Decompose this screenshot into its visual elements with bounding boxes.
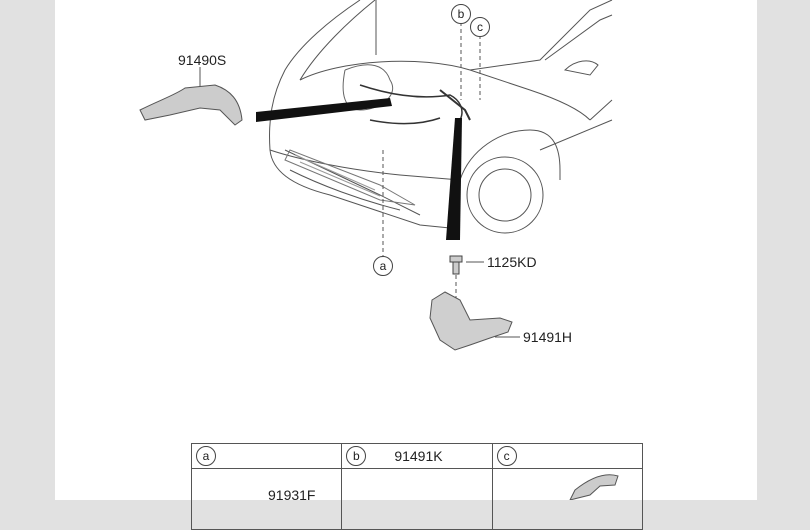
part-label-1125kd: 1125KD xyxy=(487,254,537,270)
table-callout-b: b xyxy=(346,446,367,466)
part-label-91490s: 91490S xyxy=(178,52,227,68)
parts-table-header-row: a b 91491K c xyxy=(190,443,644,469)
car-engine-harness-illustration xyxy=(139,0,619,500)
bolt-1125kd xyxy=(449,255,463,275)
parts-table-body-c xyxy=(491,468,644,530)
parts-table-body-row: 91931F xyxy=(190,468,644,530)
table-callout-a: a xyxy=(196,446,216,466)
parts-table-body-a: 91931F xyxy=(190,468,343,530)
table-part-code-91931f: 91931F xyxy=(268,487,316,503)
parts-table: a b 91491K c 91931F xyxy=(190,443,644,530)
harness-pointer-right xyxy=(446,118,462,240)
parts-table-cell-b: b 91491K xyxy=(341,443,493,469)
callout-a: a xyxy=(373,256,393,276)
parts-table-body-b xyxy=(341,468,493,530)
harness-pointer-left xyxy=(256,98,392,122)
callout-b: b xyxy=(451,4,471,24)
callout-c: c xyxy=(470,17,490,37)
table-callout-c: c xyxy=(496,446,517,466)
parts-table-cell-a: a xyxy=(190,443,343,469)
parts-diagram-sheet xyxy=(55,0,757,500)
parts-table-cell-c: c xyxy=(491,443,644,469)
table-part-code-b: 91491K xyxy=(394,448,443,464)
harness-cover-91490s xyxy=(139,84,243,126)
bracket-91491h xyxy=(429,291,513,351)
part-label-91491h: 91491H xyxy=(523,329,573,345)
